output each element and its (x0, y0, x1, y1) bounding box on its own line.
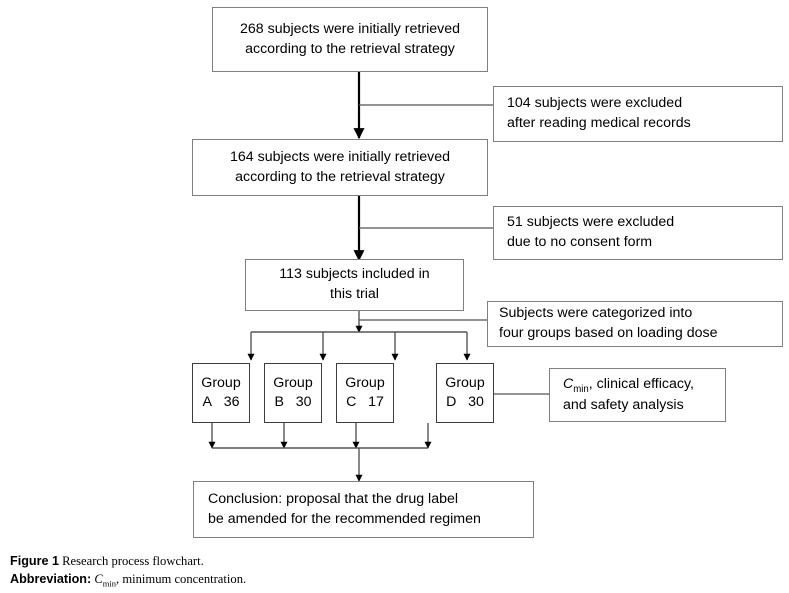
group-c-title: Group (345, 374, 385, 391)
group-b-title: Group (273, 374, 313, 391)
box-conclusion: Conclusion: proposal that the drug label… (193, 481, 534, 538)
figure-caption: Figure 1 Research process flowchart. Abb… (10, 553, 530, 590)
analysis-line2: and safety analysis (563, 396, 684, 413)
analysis-symbol: C (563, 375, 574, 392)
group-b-letter: B (274, 394, 284, 410)
box-excluded-104: 104 subjects were excluded after reading… (493, 86, 783, 142)
group-a-value: A 36 (202, 393, 239, 412)
caption-line-1: Figure 1 Research process flowchart. (10, 553, 530, 571)
box-group-d: Group D 30 (436, 363, 494, 423)
caption-abbrev-text: , minimum concentration. (116, 571, 247, 586)
box-retrieved-268: 268 subjects were initially retrieved ac… (212, 7, 488, 72)
group-b-value: B 30 (274, 393, 311, 412)
caption-figure-text: Research process flowchart. (59, 554, 204, 568)
box-retrieved-164: 164 subjects were initially retrieved ac… (192, 139, 488, 196)
group-b-count: 30 (295, 394, 312, 410)
analysis-text: Cmin, clinical efficacy, and safety analy… (563, 375, 694, 416)
group-c-letter: C (346, 394, 357, 410)
group-d-letter: D (446, 394, 457, 410)
flowchart-canvas: 268 subjects were initially retrieved ac… (192, 7, 783, 538)
group-d-count: 30 (468, 394, 484, 410)
box-conclusion-text: Conclusion: proposal that the drug label… (208, 490, 481, 527)
box-included-113: 113 subjects included in this trial (245, 259, 464, 311)
box-excluded-51-text: 51 subjects were excluded due to no cons… (507, 214, 675, 250)
group-d-value: D 30 (446, 393, 484, 412)
analysis-subscript: min (573, 383, 589, 395)
group-a-count: 36 (223, 394, 240, 410)
box-group-b: Group B 30 (264, 363, 322, 423)
box-retrieved-164-text: 164 subjects were initially retrieved ac… (229, 148, 450, 185)
box-excluded-51: 51 subjects were excluded due to no cons… (493, 206, 783, 260)
box-analysis: Cmin, clinical efficacy, and safety analy… (549, 368, 726, 422)
box-group-a: Group A 36 (192, 363, 250, 423)
caption-figure-label: Figure 1 (10, 554, 59, 568)
box-included-113-text: 113 subjects included in this trial (279, 266, 430, 302)
caption-abbrev-label: Abbreviation: (10, 571, 92, 586)
group-c-value: C 17 (346, 393, 384, 412)
group-a-title: Group (201, 374, 241, 391)
caption-abbrev-subscript: min (102, 578, 117, 589)
group-d-title: Group (445, 374, 485, 391)
box-retrieved-268-text: 268 subjects were initially retrieved ac… (239, 20, 460, 57)
box-categorized: Subjects were categorized into four grou… (487, 301, 783, 347)
group-a-letter: A (202, 394, 212, 410)
caption-line-2: Abbreviation: Cmin, minimum concentratio… (10, 571, 530, 590)
group-c-count: 17 (368, 394, 384, 410)
caption-abbrev-symbol: C (94, 571, 103, 586)
box-group-c: Group C 17 (336, 363, 394, 423)
box-excluded-104-text: 104 subjects were excluded after reading… (507, 95, 691, 131)
analysis-text-after: , clinical efficacy, (588, 375, 694, 392)
box-categorized-text: Subjects were categorized into four grou… (499, 305, 718, 341)
